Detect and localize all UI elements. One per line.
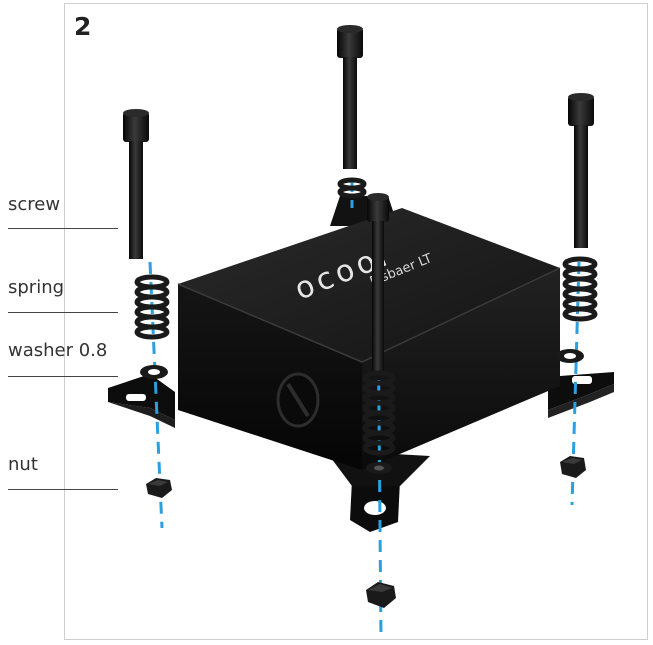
nut-left — [146, 478, 172, 498]
washer-front — [366, 462, 392, 474]
screw-top — [337, 25, 363, 169]
spring-left — [137, 277, 167, 337]
spring-right — [565, 259, 595, 319]
screw-right — [568, 93, 594, 248]
nut-front — [366, 582, 396, 608]
nut-right — [560, 456, 586, 478]
washer-right — [556, 349, 584, 363]
washer-left — [140, 365, 168, 379]
screw-left — [123, 109, 149, 259]
spring-top — [340, 180, 364, 196]
spring-front — [365, 373, 393, 453]
